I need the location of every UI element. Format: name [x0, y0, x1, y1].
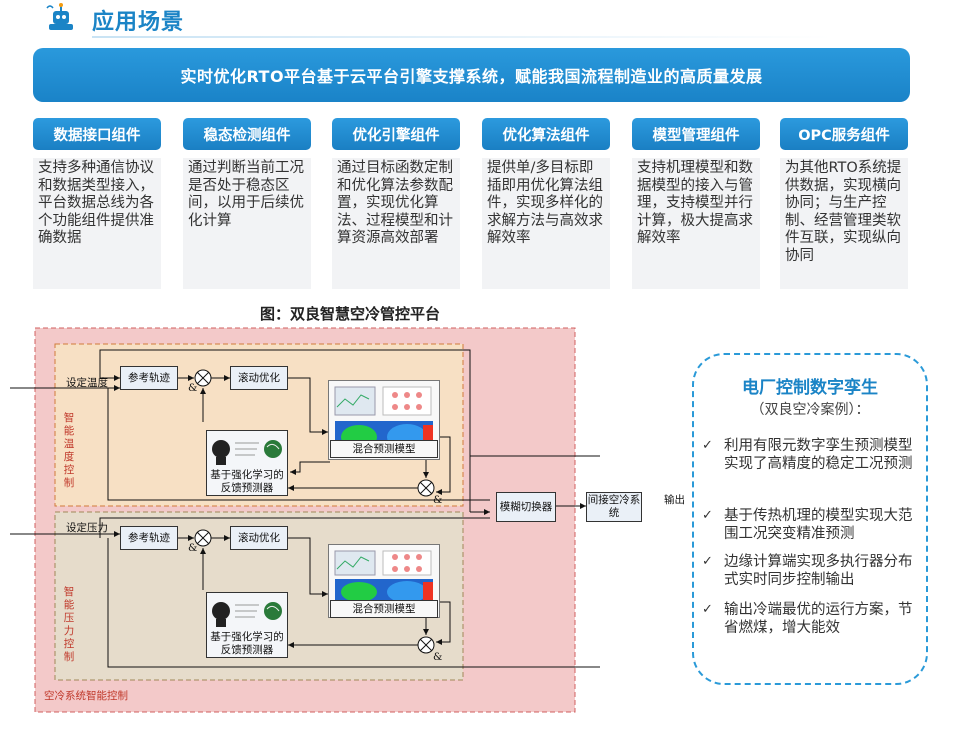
- amp-label: &: [433, 494, 443, 506]
- control-diagram: 智能温度控制 智能压力控制 空冷系统智能控制 设定温度 参考轨迹 & 滚动优化 …: [0, 322, 685, 722]
- component-title: 优化算法组件: [482, 118, 610, 150]
- component-row: 数据接口组件 支持多种通信协议和数据类型接入，平台数据总线为各个功能组件提供准确…: [33, 118, 910, 293]
- rolling-opt-box-temp: 滚动优化: [230, 366, 288, 390]
- input-pressure-label: 设定压力: [66, 522, 108, 534]
- component-data-interface: 数据接口组件 支持多种通信协议和数据类型接入，平台数据总线为各个功能组件提供准确…: [33, 118, 161, 289]
- case-item: ✓ 输出冷端最优的运行方案，节省燃煤，增大能效: [702, 602, 913, 636]
- component-title: 数据接口组件: [33, 118, 161, 150]
- component-title: 稳态检测组件: [183, 118, 311, 150]
- component-steady-state: 稳态检测组件 通过判断当前工况是否处于稳态区间，以用于后续优化计算: [183, 118, 311, 289]
- component-title: 优化引擎组件: [332, 118, 460, 150]
- component-title: 模型管理组件: [632, 118, 760, 150]
- check-icon: ✓: [702, 602, 713, 617]
- check-icon: ✓: [702, 554, 713, 569]
- hybrid-model-box-pressure: 混合预测模型: [330, 600, 438, 618]
- hybrid-model-box-temp: 混合预测模型: [330, 440, 438, 458]
- case-subtitle: （双良空冷案例）：: [750, 402, 870, 418]
- case-item: ✓ 基于传热机理的模型实现大范围工况突变精准预测: [702, 508, 913, 542]
- banner: 实时优化RTO平台基于云平台引擎支撑系统，赋能我国流程制造业的高质量发展: [33, 48, 910, 102]
- rl-predictor-box-pressure: [206, 592, 288, 658]
- component-model-mgmt: 模型管理组件 支持机理模型和数据模型的接入与管理，支持模型并行计算，极大提高求解…: [632, 118, 760, 289]
- ref-trajectory-box-temp: 参考轨迹: [120, 366, 178, 390]
- rl-predictor-box-temp: [206, 430, 288, 496]
- component-text: 通过判断当前工况是否处于稳态区间，以用于后续优化计算: [183, 158, 311, 289]
- component-opt-algorithm: 优化算法组件 提供单/多目标即插即用优化算法组件，实现多样化的求解方法与高效求解…: [482, 118, 610, 289]
- component-opc-service: OPC服务组件 为其他RTO系统提供数据，实现横向协同；与生产控制、经营管理类软…: [780, 118, 908, 289]
- fuzzy-switch-box: 模糊切换器: [496, 492, 556, 522]
- rolling-opt-box-pressure: 滚动优化: [230, 526, 288, 550]
- robot-icon: [46, 3, 73, 30]
- component-text: 支持多种通信协议和数据类型接入，平台数据总线为各个功能组件提供准确数据: [33, 158, 161, 289]
- output-label: 输出: [664, 494, 685, 506]
- component-opt-engine: 优化引擎组件 通过目标函数定制和优化算法参数配置，实现优化算法、过程模型和计算资…: [332, 118, 460, 289]
- amp-label: &: [433, 651, 443, 663]
- section-title: 应用场景: [92, 10, 185, 35]
- amp-label: &: [188, 542, 198, 554]
- pressure-panel-label: 智能压力控制: [63, 586, 75, 663]
- input-temp-label: 设定温度: [66, 377, 108, 389]
- ref-trajectory-box-pressure: 参考轨迹: [120, 526, 178, 550]
- component-text: 为其他RTO系统提供数据，实现横向协同；与生产控制、经营管理类软件互联，实现纵向…: [780, 158, 908, 289]
- rl-predictor-label-pressure: 基于强化学习的反馈预测器: [210, 631, 284, 656]
- temp-panel-label: 智能温度控制: [63, 412, 75, 489]
- outer-panel-label: 空冷系统智能控制: [44, 690, 128, 702]
- case-title: 电厂控制数字孪生: [742, 378, 878, 398]
- check-icon: ✓: [702, 508, 713, 523]
- rl-predictor-label-temp: 基于强化学习的反馈预测器: [210, 469, 284, 494]
- component-text: 通过目标函数定制和优化算法参数配置，实现优化算法、过程模型和计算资源高效部署: [332, 158, 460, 289]
- amp-label: &: [188, 382, 198, 394]
- case-item: ✓ 边缘计算端实现多执行器分布式实时同步控制输出: [702, 554, 913, 588]
- case-bubble: 电厂控制数字孪生 （双良空冷案例）： ✓ 利用有限元数字孪生预测模型实现了高精度…: [692, 353, 928, 685]
- component-text: 支持机理模型和数据模型的接入与管理，支持模型并行计算，极大提高求解效率: [632, 158, 760, 289]
- title-underline: [92, 36, 832, 38]
- figure-caption: 图：双良智慧空冷管控平台: [259, 305, 440, 323]
- component-title: OPC服务组件: [780, 118, 908, 150]
- case-item: ✓ 利用有限元数字孪生预测模型实现了高精度的稳定工况预测: [702, 438, 913, 472]
- component-text: 提供单/多目标即插即用优化算法组件，实现多样化的求解方法与高效求解效率: [482, 158, 610, 289]
- check-icon: ✓: [702, 438, 713, 453]
- indirect-cooling-box: 间接空冷系统: [586, 492, 642, 522]
